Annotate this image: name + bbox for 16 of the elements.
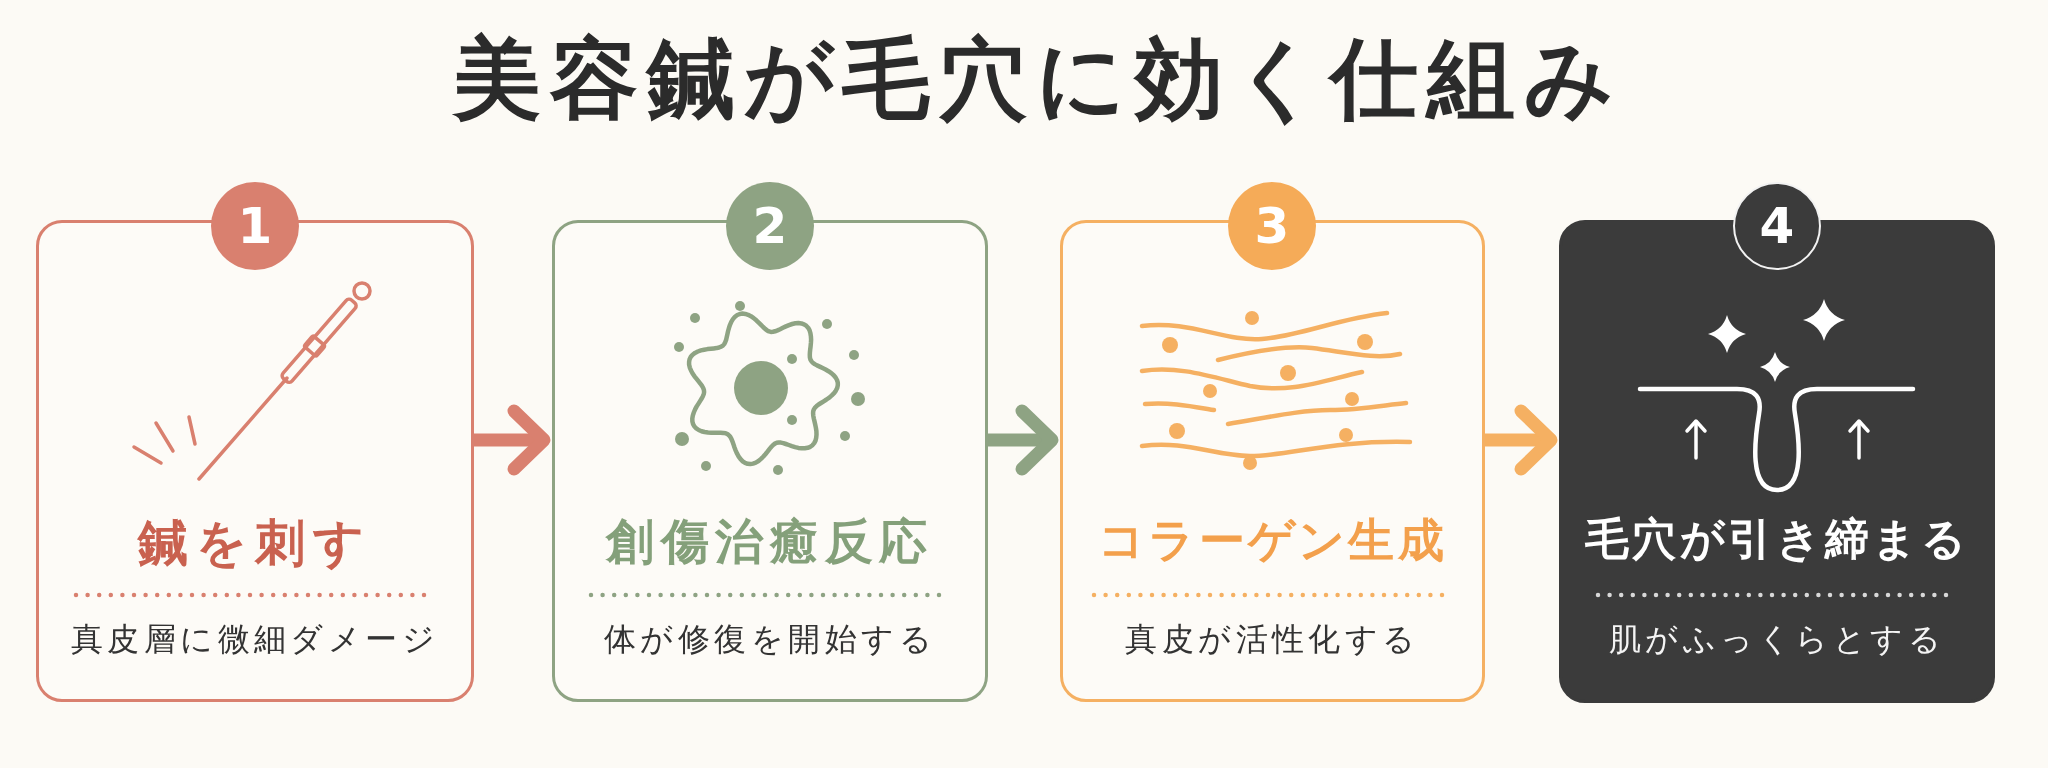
step-description: 肌がふっくらとする [1608,619,1946,659]
step-number: 1 [211,182,299,270]
arrow [474,404,552,476]
arrow [1485,404,1559,476]
arrow [988,404,1060,476]
step-number: 2 [726,182,814,270]
step-heading: 鍼を刺す [138,513,372,573]
step-heading: コラーゲン生成 [1098,513,1447,569]
step-heading: 毛穴が引き締まる [1584,513,1970,566]
step-number: 4 [1733,182,1821,270]
step-description: 体が修復を開始する [603,619,937,659]
step-number: 3 [1228,182,1316,270]
diagram-title: 美容鍼が毛穴に効く仕組み [453,26,1623,132]
step-description: 真皮層に微細ダメージ [70,619,440,659]
step-heading: 創傷治癒反応 [605,513,935,571]
step-description: 真皮が活性化する [1125,619,1420,659]
